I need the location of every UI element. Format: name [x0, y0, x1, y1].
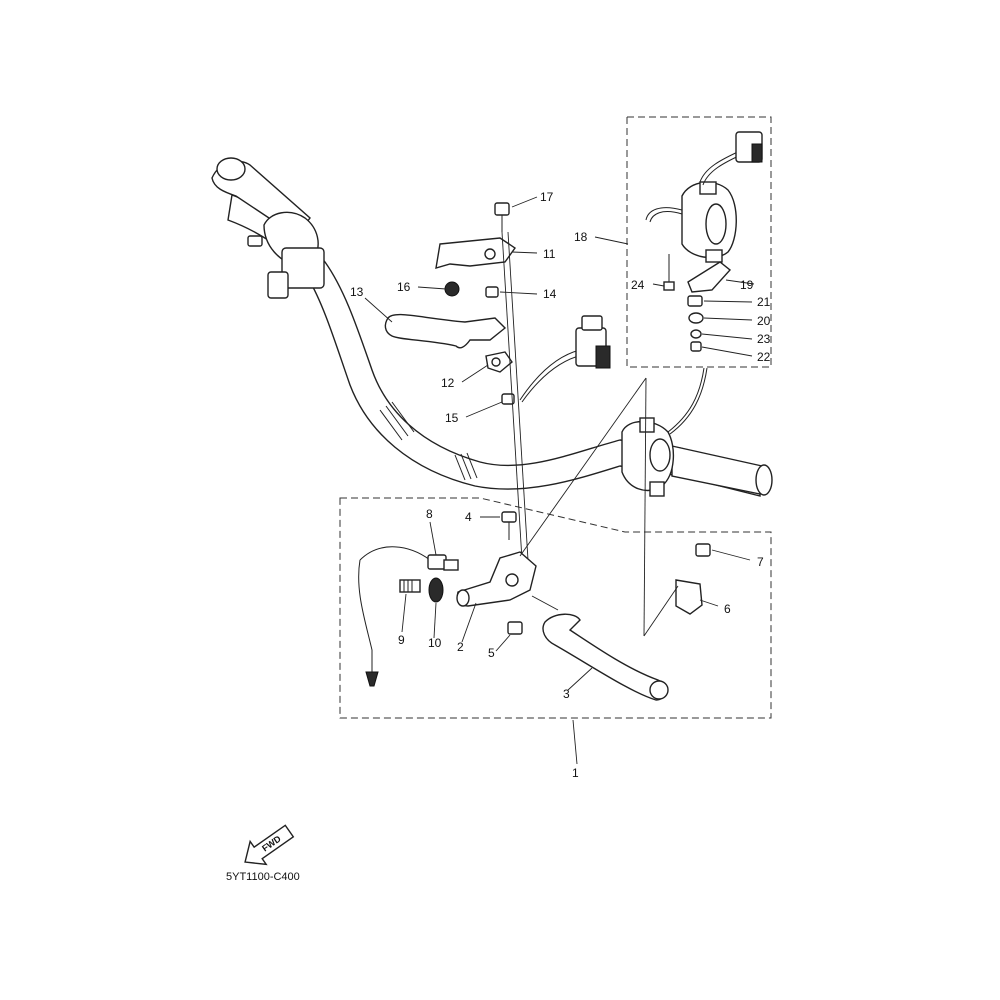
part-5-nut: [507, 621, 523, 635]
callout-2: 2: [457, 640, 464, 654]
part-13-lever: [384, 313, 507, 349]
throttle-grip: [211, 157, 325, 299]
callout-6: 6: [724, 602, 731, 616]
callout-22: 22: [757, 350, 771, 364]
right-switch-installed: [621, 417, 675, 497]
part-4-bolt: [501, 511, 517, 540]
part-3-lever: [542, 613, 669, 701]
callout-7: 7: [757, 555, 764, 569]
part-18-switch: [645, 131, 763, 263]
part-6-clamp: [675, 579, 703, 615]
part-16-knob: [444, 281, 460, 297]
callout-18: 18: [574, 230, 588, 244]
callout-4: 4: [465, 510, 472, 524]
callout-10: 10: [428, 636, 442, 650]
part-15-screw: [501, 393, 515, 405]
assembly-box-1: [339, 497, 772, 719]
diagram-code: 5YT1100-C400: [226, 871, 300, 883]
assembly-box-18: [626, 116, 772, 368]
callout-9: 9: [398, 633, 405, 647]
callout-5: 5: [488, 646, 495, 660]
callout-19: 19: [740, 278, 754, 292]
callout-3: 3: [563, 687, 570, 701]
right-grip: [671, 445, 773, 496]
part-20-washer: [688, 312, 704, 324]
callout-1: 1: [572, 766, 579, 780]
part-12-clamp: [485, 351, 513, 373]
callout-24: 24: [631, 278, 645, 292]
callout-23: 23: [757, 332, 771, 346]
callout-13: 13: [350, 285, 364, 299]
switch-cable: [667, 367, 705, 433]
callout-20: 20: [757, 314, 771, 328]
part-14-nut: [485, 286, 499, 298]
part-19-bracket: [687, 261, 732, 293]
callout-8: 8: [426, 507, 433, 521]
part-24-bolt: [663, 254, 675, 291]
part-8-adjuster: [359, 546, 459, 571]
callout-14: 14: [543, 287, 557, 301]
callout-12: 12: [441, 376, 455, 390]
part-7-bolt: [695, 543, 711, 557]
part-9-adjuster-bolt: [399, 579, 421, 593]
callout-15: 15: [445, 411, 459, 425]
switch-cable-inner: [669, 367, 708, 435]
left-switch-wiring: [519, 315, 611, 403]
part-17-bolt: [494, 202, 510, 232]
fwd-arrow-icon: FWD: [244, 824, 295, 866]
part-23-washer: [690, 329, 702, 339]
callout-16: 16: [397, 280, 411, 294]
part-2-clutch-holder: [456, 551, 537, 607]
part-21-nut: [687, 295, 703, 307]
part-10-locknut: [428, 577, 444, 603]
part-22-screw: [690, 341, 702, 352]
callout-11: 11: [543, 247, 556, 261]
callout-21: 21: [757, 295, 771, 309]
clutch-cable: [358, 559, 379, 687]
callout-17: 17: [540, 190, 554, 204]
